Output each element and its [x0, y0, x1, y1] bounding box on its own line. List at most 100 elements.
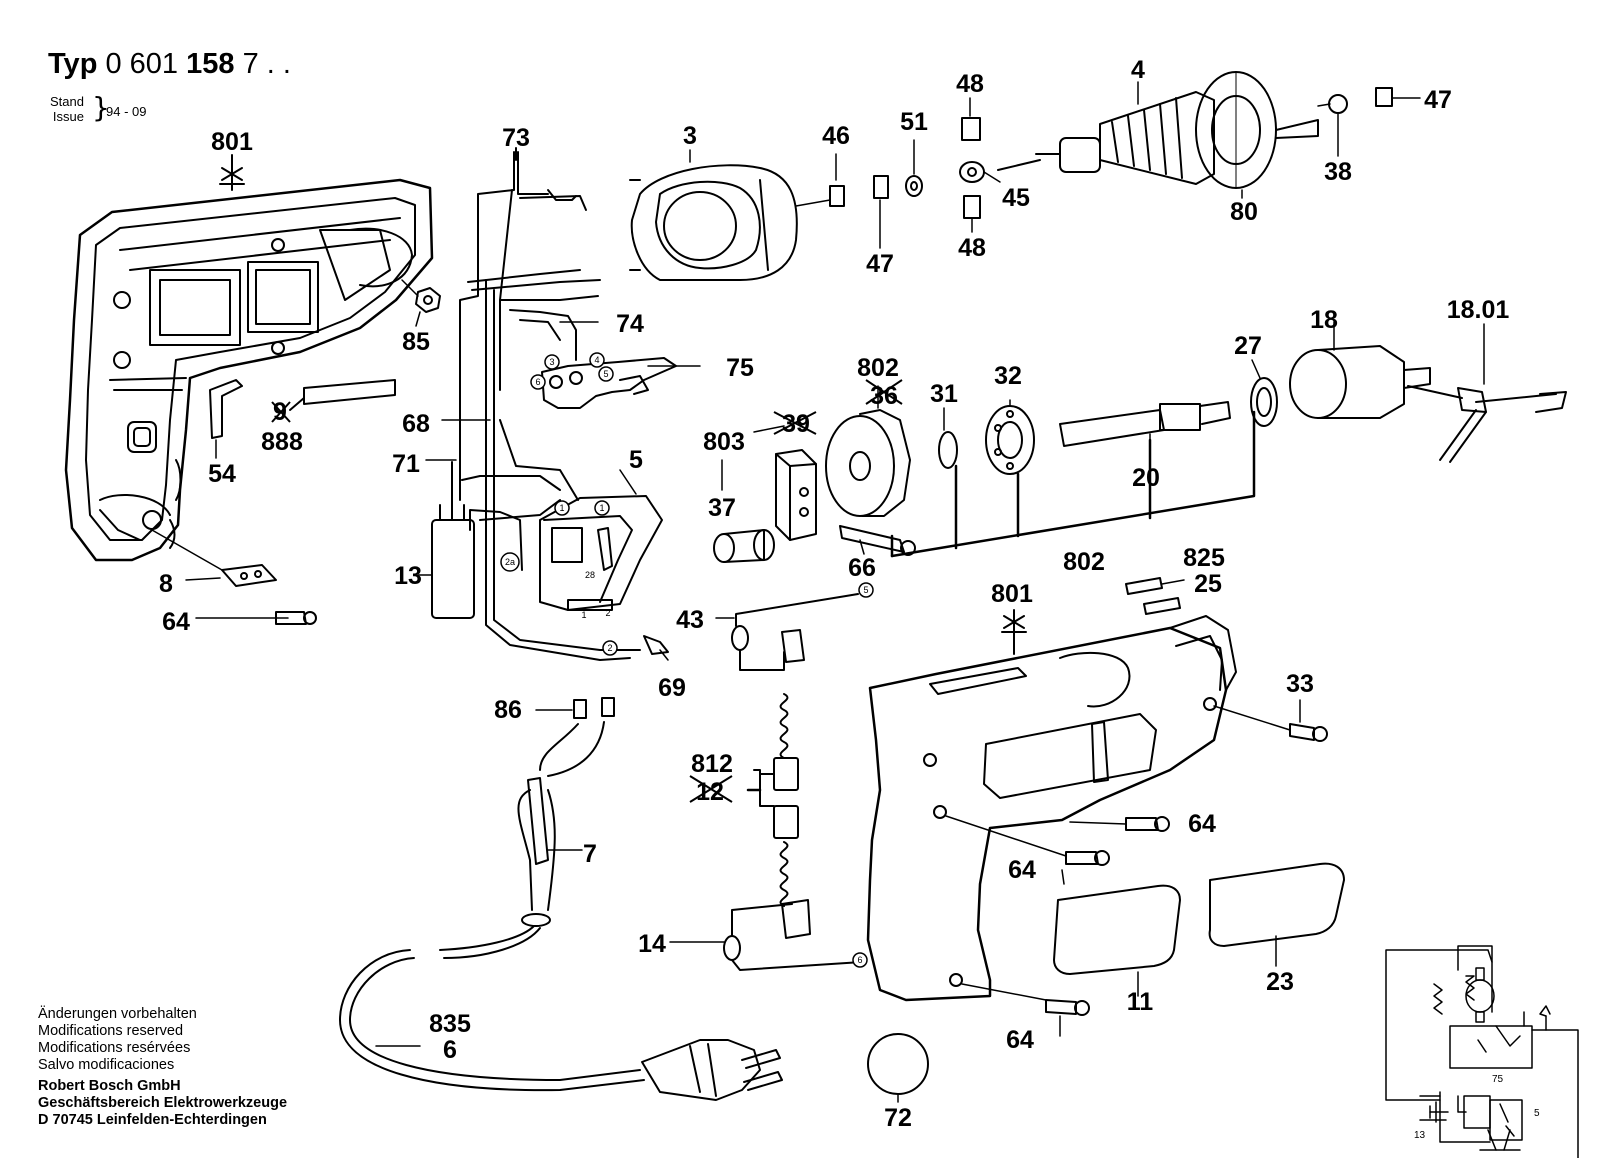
circle-m2: [602, 640, 618, 656]
part-9: 9: [273, 398, 287, 426]
part-20: 20: [1132, 464, 1160, 492]
part-23: 23: [1266, 968, 1294, 996]
circle-m4: [589, 352, 605, 368]
capacitor-13: [417, 504, 475, 619]
part-85: 85: [402, 328, 430, 356]
type-number-heading: Typ 0 601 158 7 . .: [48, 48, 291, 81]
part-802-bottom: 802: [1063, 548, 1105, 576]
footer-line-en: Modifications reserved: [38, 1023, 184, 1039]
chuck-key-18-01: [1407, 323, 1567, 463]
part-18: 18: [1310, 306, 1338, 334]
leader-801-right: [1001, 609, 1027, 655]
footer-notes: Änderungen vorbehalten Modifications res…: [38, 1006, 287, 1129]
part-48-bottom: 48: [958, 234, 986, 262]
screw-66: [839, 525, 916, 556]
part-33: 33: [1286, 670, 1314, 698]
schematic-label-5: 5: [1534, 1108, 1540, 1119]
leader-801-left: [219, 154, 245, 191]
part-45: 45: [1002, 184, 1030, 212]
part-803: 803: [703, 428, 745, 456]
footer-division: Geschäftsbereich Elektrowerkzeuge: [38, 1095, 288, 1111]
part-802-top: 802: [857, 354, 899, 382]
cord-sleeve-7: [517, 721, 605, 927]
strike-12-b: [689, 775, 733, 803]
part-46: 46: [822, 122, 850, 150]
field-3: [629, 149, 831, 281]
plug-835: [641, 1039, 783, 1101]
brush-holder-14: [669, 899, 863, 971]
marker-6a: 6: [535, 377, 540, 387]
part-69: 69: [658, 674, 686, 702]
part-72: 72: [884, 1104, 912, 1132]
housing-half-right: [866, 615, 1291, 1002]
type-prefix: Typ: [48, 48, 98, 80]
part-11: 11: [1127, 988, 1154, 1016]
issue-date: 94 - 09: [106, 104, 147, 119]
part-4: 4: [1131, 56, 1145, 84]
bearing-parts: [829, 97, 1041, 249]
part-36: 36: [870, 382, 898, 410]
part-37: 37: [708, 494, 736, 522]
stand-issue-label: Stand Issue: [50, 94, 84, 124]
part-25: 25: [1194, 570, 1222, 598]
circle-m6b: [852, 952, 868, 968]
part-68: 68: [402, 410, 430, 438]
footer-address: D 70745 Leinfelden-Echterdingen: [38, 1112, 267, 1128]
bracket-39: [721, 425, 817, 541]
part-71: 71: [392, 450, 420, 478]
nut-85: [401, 279, 441, 327]
cord-clamp-8: [151, 529, 277, 587]
part-38: 38: [1324, 158, 1352, 186]
gear-802: [825, 385, 911, 517]
part-86: 86: [494, 696, 522, 724]
ring-27: [1250, 359, 1278, 427]
marker-2a: 2a: [505, 557, 515, 567]
part-75: 75: [726, 354, 754, 382]
switch-5: [539, 469, 663, 611]
leader-lines-wiring: [425, 321, 701, 461]
schematic-label-75: 75: [1492, 1074, 1504, 1085]
part-47-left: 47: [866, 250, 894, 278]
switch-label-2: 2: [605, 608, 610, 618]
cap-47-right: [1375, 87, 1421, 107]
part-835: 835: [429, 1010, 471, 1038]
power-cable-6: [339, 925, 645, 1092]
brush-holder-43: [715, 593, 859, 671]
part-80: 80: [1230, 198, 1258, 226]
stand-label: Stand: [50, 94, 84, 109]
chuck-18: [1289, 321, 1431, 419]
part-73: 73: [502, 124, 530, 152]
circlip-31: [938, 407, 958, 469]
part-3: 3: [683, 122, 697, 150]
ball-38: [1317, 94, 1348, 157]
marker-1b: 1: [599, 503, 604, 513]
bracket-54: [209, 379, 243, 459]
strike-9-b: [271, 401, 291, 423]
part-48-top: 48: [956, 70, 984, 98]
part-27: 27: [1234, 332, 1262, 360]
pins-825-25: [1125, 577, 1185, 615]
issue-label: Issue: [52, 109, 84, 124]
switch-label-28: 28: [585, 570, 595, 580]
part-12: 12: [696, 778, 724, 806]
spindle-20: [1059, 401, 1231, 459]
type-number-part3: 7 . .: [242, 48, 291, 80]
marker-2: 2: [607, 643, 612, 653]
part-14: 14: [638, 930, 666, 958]
brace-glyph: }: [92, 91, 110, 124]
brushes-812: [746, 693, 799, 907]
footer-line-es: Salvo modificaciones: [38, 1057, 175, 1073]
part-64-bottom-right: 64: [1006, 1026, 1034, 1054]
circle-m5b: [858, 582, 874, 598]
part-47-right: 47: [1424, 86, 1452, 114]
switch-label-1: 1: [581, 610, 586, 620]
cover-11: [1053, 884, 1181, 997]
screw-69: [643, 635, 669, 661]
schematic-label-13: 13: [1414, 1130, 1426, 1141]
strike-39-b: [773, 411, 817, 435]
cover-23: [1208, 862, 1345, 967]
switch-part-75: [541, 357, 677, 409]
part-8: 8: [159, 570, 173, 598]
leader-802-group: [890, 410, 1256, 558]
roller-37: [713, 529, 775, 563]
